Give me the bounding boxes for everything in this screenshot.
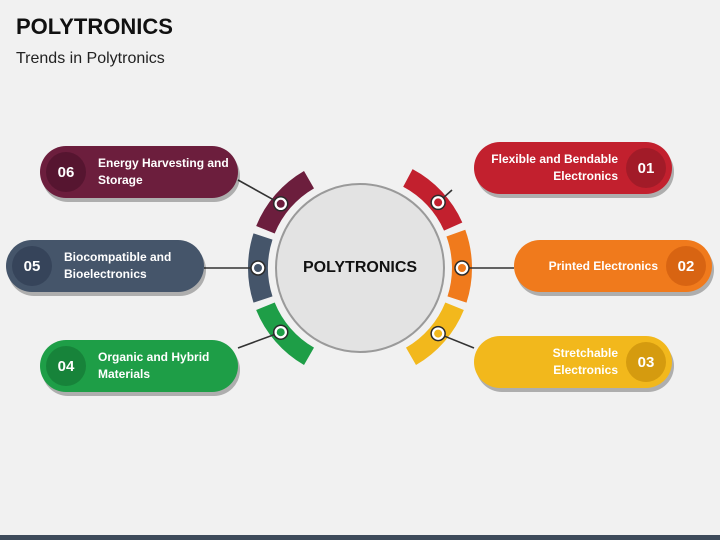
item-05-label: Biocompatible and Bioelectronics (64, 250, 172, 281)
center-label: POLYTRONICS (302, 259, 418, 276)
item-02-label: Printed Electronics (548, 258, 658, 273)
page-title: POLYTRONICS (16, 14, 173, 39)
connector-dot-inner-02 (458, 264, 466, 272)
item-04-pill: 04 Organic and Hybrid Materials (40, 340, 238, 392)
footer-bar (0, 535, 720, 540)
connector-dot-inner-03 (434, 329, 443, 338)
connector-lines (204, 179, 514, 349)
item-04-label: Organic and Hybrid Materials (98, 350, 210, 381)
item-03-label: Stretchable Electronics (552, 346, 618, 377)
item-05-number: 05 (12, 246, 52, 286)
page-subtitle: Trends in Polytronics (16, 50, 165, 67)
item-01-pill: 01 Flexible and Bendable Electronics (474, 142, 672, 194)
item-01-number: 01 (626, 148, 666, 188)
connector-dot-inner-01 (434, 198, 443, 207)
item-06-label: Energy Harvesting and Storage (98, 156, 229, 187)
center-circle (275, 183, 445, 353)
item-04-number: 04 (46, 346, 86, 386)
item-01-label: Flexible and Bendable Electronics (491, 152, 618, 183)
connector-dot-inner-06 (276, 199, 285, 208)
item-02-pill: 02 Printed Electronics (514, 240, 712, 292)
item-02-number: 02 (666, 246, 706, 286)
item-03-number: 03 (626, 342, 666, 382)
item-03-pill: 03 Stretchable Electronics (474, 336, 672, 388)
item-06-number: 06 (46, 152, 86, 192)
item-05-pill: 05 Biocompatible and Bioelectronics (6, 240, 204, 292)
connector-dot-inner-05 (254, 264, 262, 272)
connector-dots (250, 194, 470, 342)
connector-dot-inner-04 (276, 328, 285, 337)
item-06-pill: 06 Energy Harvesting and Storage (40, 146, 238, 198)
connector-line-06 (237, 179, 282, 205)
